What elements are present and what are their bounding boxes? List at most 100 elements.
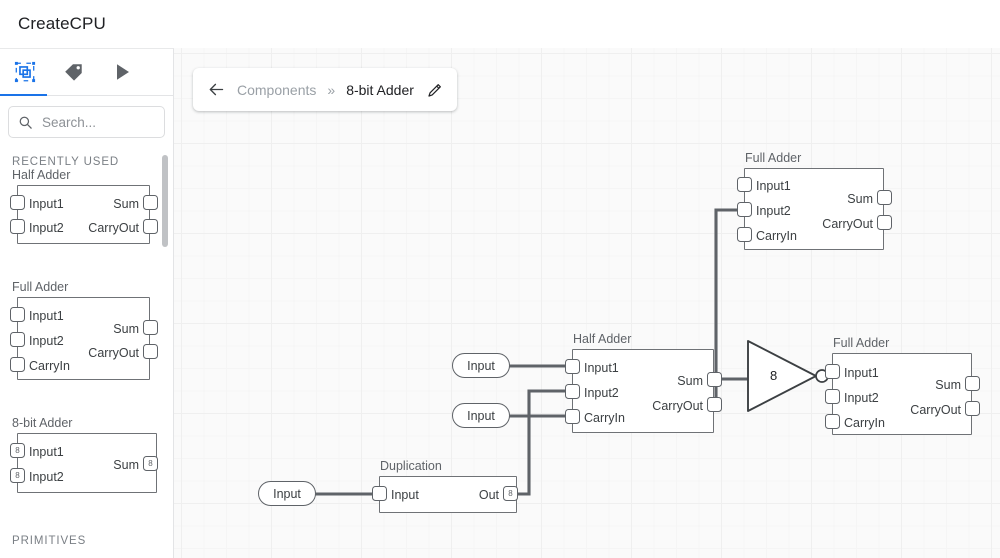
pin-label-input2: Input2 [584,386,619,400]
pin-sum[interactable]: 8 [143,456,158,471]
palette-item-8-bit-adder[interactable]: 8-bit Adder 8 Input1 8 Input2 8 Sum [0,416,165,501]
active-tab-indicator [0,93,47,96]
node-title: Duplication [380,459,442,473]
input-pill-3[interactable]: Input [258,481,316,506]
pin-out[interactable]: 8 [503,486,518,501]
pin-carryin[interactable] [737,227,752,242]
breadcrumb: Components » 8-bit Adder [193,68,457,111]
pin-label-input1: Input1 [584,361,619,375]
node-body[interactable] [832,353,972,435]
pin-input2[interactable] [10,332,25,347]
pin-label-carryin: CarryIn [584,411,625,425]
search-box[interactable] [8,106,165,138]
pin-label-input2: Input2 [29,221,64,235]
pin-label-input2: Input2 [29,470,64,484]
rename-button[interactable] [427,82,443,98]
pin-label-input2: Input2 [756,204,791,218]
palette-item-body [17,433,157,493]
breadcrumb-root[interactable]: Components [237,81,317,98]
input-pill-1[interactable]: Input [452,353,510,378]
pin-label-input1: Input1 [756,179,791,193]
tag-icon [65,63,82,81]
back-button[interactable] [207,81,226,98]
pin-input2[interactable] [565,384,580,399]
play-icon [116,64,129,80]
search-input[interactable] [42,114,152,130]
pin-label-carryout: CarryOut [910,403,961,417]
pin-carryout[interactable] [143,344,158,359]
pin-label-carryin: CarryIn [756,229,797,243]
pin-label-input: Input [391,488,419,502]
pin-label-carryout: CarryOut [652,399,703,413]
pin-carryout[interactable] [143,219,158,234]
pin-label-input1: Input1 [29,445,64,459]
pin-label-sum: Sum [847,192,873,206]
pin-input2[interactable] [825,389,840,404]
node-title: Full Adder [745,151,802,165]
pin-carryout[interactable] [707,397,722,412]
pin-sum[interactable] [143,320,158,335]
pin-carryin[interactable] [825,414,840,429]
pin-sum[interactable] [143,195,158,210]
pin-sum[interactable] [707,372,722,387]
input-pill-2[interactable]: Input [452,403,510,428]
node-body[interactable] [572,349,714,433]
graph-layer: Input Input Input Full Adder Input1 Inpu… [174,48,1000,558]
pin-input[interactable] [372,486,387,501]
tags-tab[interactable] [49,49,98,95]
search-icon [19,116,32,129]
breadcrumb-separator: » [327,81,336,98]
pin-label-input2: Input2 [29,334,64,348]
pin-input1[interactable]: 8 [10,443,25,458]
pin-label-out: Out [478,488,499,502]
node-title: Full Adder [833,336,890,350]
pin-label-carryin: CarryIn [29,359,70,373]
pin-input1[interactable] [737,177,752,192]
arrow-left-icon [209,83,224,96]
pin-label-carryout: CarryOut [88,346,139,360]
pin-sum[interactable] [965,376,980,391]
pin-label-sum: Sum [113,322,139,336]
components-tab[interactable] [0,49,49,95]
pin-input1[interactable] [825,364,840,379]
pin-label-input1: Input1 [29,309,64,323]
pin-carryin[interactable] [565,409,580,424]
circuit-canvas[interactable]: Components » 8-bit Adder Input Input Inp… [174,48,1000,558]
pin-label-input1: Input1 [844,366,879,380]
pin-label-carryout: CarryOut [822,217,873,231]
pin-input1[interactable] [10,195,25,210]
palette-item-title: Full Adder [12,280,69,294]
section-primitives: PRIMITIVES [12,535,87,547]
palette-item-body [17,297,150,380]
pin-label-sum: Sum [677,374,703,388]
pin-carryout[interactable] [877,215,892,230]
sidebar-tabbar [0,49,173,96]
pin-label-carryin: CarryIn [844,416,885,430]
node-body[interactable] [744,168,884,250]
pin-input2[interactable] [10,219,25,234]
pin-carryin[interactable] [10,357,25,372]
pin-carryout[interactable] [965,401,980,416]
palette-item-full-adder[interactable]: Full Adder Input1 Input2 CarryIn Sum Car… [0,280,165,385]
run-tab[interactable] [98,49,147,95]
sidebar-scrollbar-thumb[interactable] [162,155,168,247]
pin-sum[interactable] [877,190,892,205]
pin-label-sum: Sum [113,197,139,211]
pin-label-sum: Sum [935,378,961,392]
pin-input2[interactable]: 8 [10,468,25,483]
pin-label-sum: Sum [113,458,139,472]
node-title: Half Adder [573,332,632,346]
palette-item-half-adder[interactable]: Half Adder Input1 Input2 Sum CarryOut [0,168,165,248]
pin-input1[interactable] [10,307,25,322]
pin-label-input2: Input2 [844,391,879,405]
app-title: CreateCPU [18,14,106,33]
pin-label-input1: Input1 [29,197,64,211]
breadcrumb-current: 8-bit Adder [346,81,414,98]
section-recently-used: RECENTLY USED [12,156,120,168]
component-icon [14,61,35,83]
not-gate-label: 8 [770,368,778,383]
sidebar-scrollbar[interactable] [162,49,171,558]
pin-input1[interactable] [565,359,580,374]
pin-input2[interactable] [737,202,752,217]
